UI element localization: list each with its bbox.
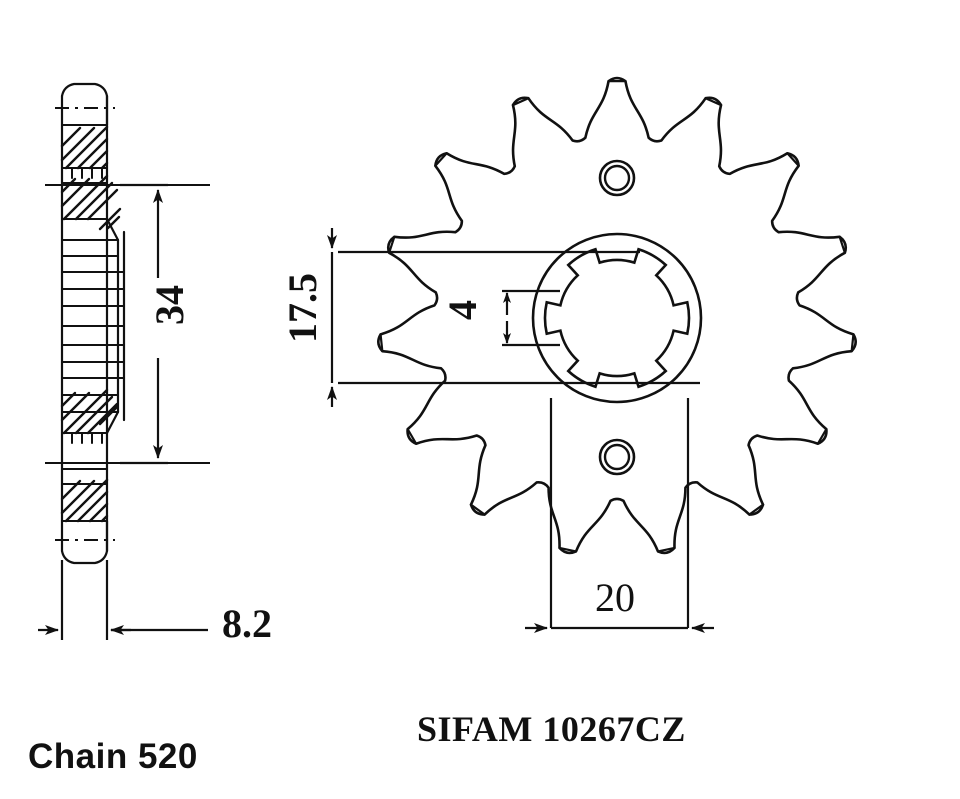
dimension-label-34: 34 [147,285,192,325]
tooth-chamfer-13 [388,235,396,254]
dimension-label-17-5: 17.5 [280,273,325,343]
tooth-chamfer-15 [511,97,530,107]
tooth-chamfer-4 [838,235,846,254]
dimension-label-4: 4 [440,300,485,320]
bolt-holes [598,159,636,476]
dimension-label-20: 20 [595,575,635,620]
section-top-tooth [60,82,109,127]
section-serration-marks [71,167,103,444]
bolt-hole-bottom-outer [598,438,636,476]
section-flange-upper [105,217,120,242]
section-hatching [60,125,122,523]
spline-bore-profile [543,247,691,389]
tooth-chamfer-6 [816,428,828,445]
tooth-chamfer-9 [558,546,578,553]
section-view [60,82,126,565]
dimension-20 [525,398,714,633]
sprocket-tooth-chamfer-lines [379,80,855,553]
hub-outer-circle [531,232,703,404]
bolt-hole-top-inner [603,164,631,192]
dimension-17-5 [327,228,700,407]
tooth-chamfer-14 [434,152,448,167]
section-divider-lines [61,124,125,522]
dimension-8-2 [38,560,208,640]
tooth-chamfer-3 [786,152,800,167]
part-number-label: SIFAM 10267CZ [417,709,686,749]
bolt-hole-top-outer [598,159,636,197]
dimension-label-8-2: 8.2 [222,601,272,646]
tooth-chamfer-10 [469,503,486,516]
bolt-hole-bottom [598,438,636,476]
bolt-hole-bottom-inner [603,443,631,471]
tooth-chamfer-7 [748,503,765,516]
dimension-34 [120,183,168,465]
section-flange-lower [105,410,120,435]
bolt-hole-top [598,159,636,197]
sprocket-tooth-profile [377,76,857,555]
tooth-chamfer-5 [850,333,855,353]
dimension-4 [502,289,560,347]
chain-size-label: Chain 520 [28,737,198,776]
tooth-chamfer-12 [379,333,384,353]
sprocket-hub [531,232,703,404]
section-bottom-tooth [60,519,109,565]
tooth-chamfer-2 [704,97,723,107]
tooth-chamfer-8 [656,546,676,553]
tooth-chamfer-11 [406,428,418,445]
front-view [377,76,857,555]
